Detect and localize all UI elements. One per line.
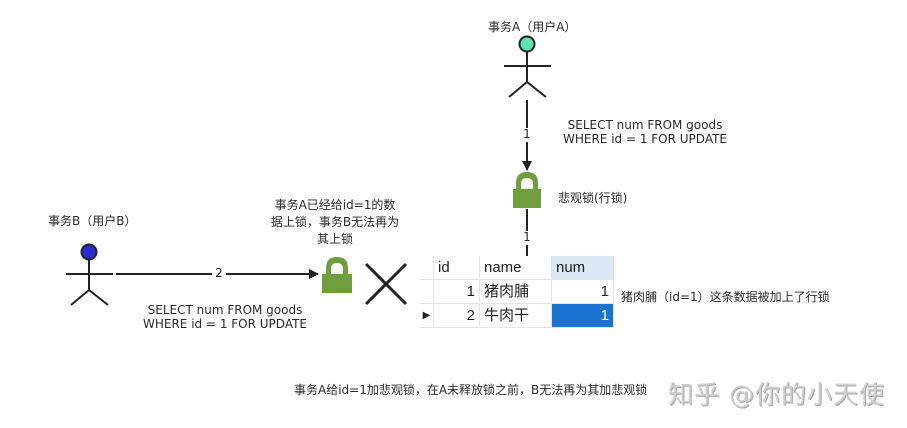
- row-indicator: [420, 280, 434, 304]
- cell-id[interactable]: 1: [434, 280, 480, 304]
- arrow-a-number: 1: [523, 127, 531, 141]
- lock-a-label: 悲观锁(行锁): [558, 191, 628, 205]
- table-row[interactable]: ▶ 2 牛肉干 1: [420, 304, 614, 328]
- query-b: SELECT num FROM goods WHERE id = 1 FOR U…: [135, 303, 315, 331]
- actor-a-label: 事务A（用户A）: [488, 20, 577, 34]
- cell-num-selected[interactable]: 1: [552, 304, 614, 328]
- row-indicator: ▶: [420, 304, 434, 328]
- lock-b-note-line2: 据上锁，事务B无法再为: [270, 215, 400, 229]
- query-b-line2: WHERE id = 1 FOR UPDATE: [142, 317, 308, 331]
- cell-name[interactable]: 猪肉脯: [480, 280, 552, 304]
- watermark: 知乎 @你的小天使: [668, 380, 885, 409]
- arrow-label-bg: [520, 231, 534, 245]
- cell-num[interactable]: 1: [552, 280, 614, 304]
- actor-a-leg-left: [508, 81, 528, 98]
- cell-name[interactable]: 牛肉干: [480, 304, 552, 328]
- table-header: id name num: [420, 256, 614, 280]
- actor-a-head: [518, 35, 536, 53]
- lock-a-icon: [513, 172, 541, 208]
- cell-id[interactable]: 2: [434, 304, 480, 328]
- actor-b-head: [80, 243, 98, 261]
- actor-b-label: 事务B（用户B）: [48, 214, 137, 228]
- actor-b-leg-left: [70, 289, 90, 306]
- query-b-line1: SELECT num FROM goods: [147, 303, 303, 317]
- lock-b-note-line1: 事务A已经给id=1的数: [274, 198, 396, 212]
- table-row[interactable]: 1 猪肉脯 1: [420, 280, 614, 304]
- actor-a-leg-right: [526, 81, 547, 98]
- lock-b-note: 事务A已经给id=1的数 据上锁，事务B无法再为 其上锁: [250, 197, 420, 248]
- arrow-lock-table-number: 1: [523, 230, 531, 244]
- blocked-x-icon: [364, 262, 408, 306]
- header-indicator: [420, 256, 434, 280]
- arrow-b-number: 2: [215, 266, 223, 280]
- actor-a-figure: [504, 35, 551, 98]
- summary-caption: 事务A给id=1加悲观锁，在A未释放锁之前，B无法再为其加悲观锁: [294, 383, 648, 397]
- query-a-line2: WHERE id = 1 FOR UPDATE: [562, 132, 728, 146]
- actor-b-leg-right: [88, 289, 109, 306]
- lock-b-note-line3: 其上锁: [316, 232, 353, 246]
- query-a-line1: SELECT num FROM goods: [567, 118, 723, 132]
- column-header-name[interactable]: name: [480, 256, 552, 280]
- query-a: SELECT num FROM goods WHERE id = 1 FOR U…: [555, 118, 735, 146]
- row-lock-note: 猪肉脯（id=1）这条数据被加上了行锁: [621, 290, 830, 304]
- column-header-id[interactable]: id: [434, 256, 480, 280]
- column-header-num[interactable]: num: [552, 256, 614, 280]
- goods-table: id name num 1 猪肉脯 1 ▶ 2 牛肉干 1: [420, 256, 742, 334]
- arrow-label-bg: [520, 128, 534, 142]
- actor-b-figure: [66, 243, 113, 306]
- lock-b-icon: [322, 257, 352, 293]
- arrow-label-bg: [212, 267, 226, 281]
